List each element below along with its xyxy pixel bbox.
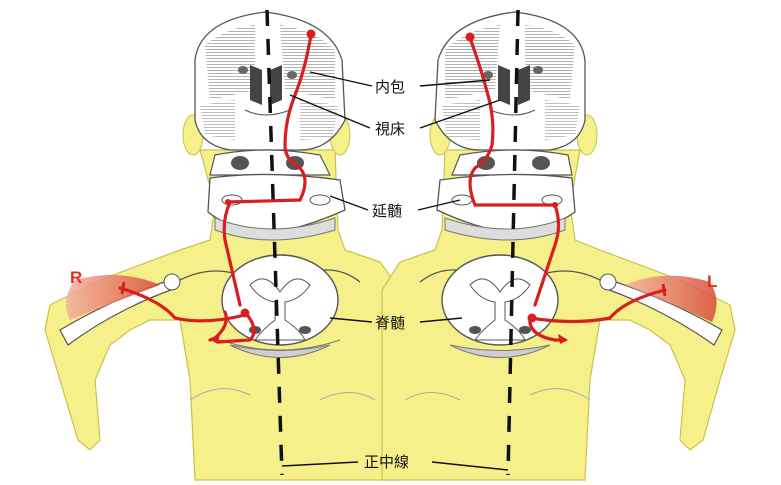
right-figure (381, 11, 736, 481)
spinal-cord-label: 脊髄 (375, 314, 405, 332)
right-muscle (625, 275, 717, 322)
right-medulla-node (552, 202, 558, 208)
left-midline (265, 9, 284, 476)
left-figure (44, 11, 401, 481)
medulla-label: 延髄 (372, 202, 402, 220)
right-pathway-node (527, 313, 537, 323)
left-arm-bone (59, 273, 181, 346)
right-pathway-start (465, 32, 475, 42)
right-medulla-section (436, 149, 576, 241)
internal-capsule-label: 内包 (375, 78, 405, 96)
right-midline (506, 9, 520, 476)
right-brain-section (434, 11, 586, 151)
left-receptor-mark (120, 281, 126, 295)
right-receptor-mark (661, 283, 667, 297)
left-pathway-start (306, 29, 316, 39)
left-side-label: L (707, 272, 717, 291)
leader-lines (281, 71, 509, 471)
left-medulla-node (225, 199, 231, 205)
thalamus-label: 視床 (375, 120, 405, 138)
left-pathway-arrow (210, 334, 220, 344)
midline-label: 正中線 (364, 453, 409, 471)
right-side-label: R (70, 268, 82, 287)
left-medulla-section (207, 149, 346, 241)
left-pathway-node (240, 308, 250, 318)
left-muscle (66, 275, 160, 320)
right-pathway-arrow (558, 334, 568, 344)
